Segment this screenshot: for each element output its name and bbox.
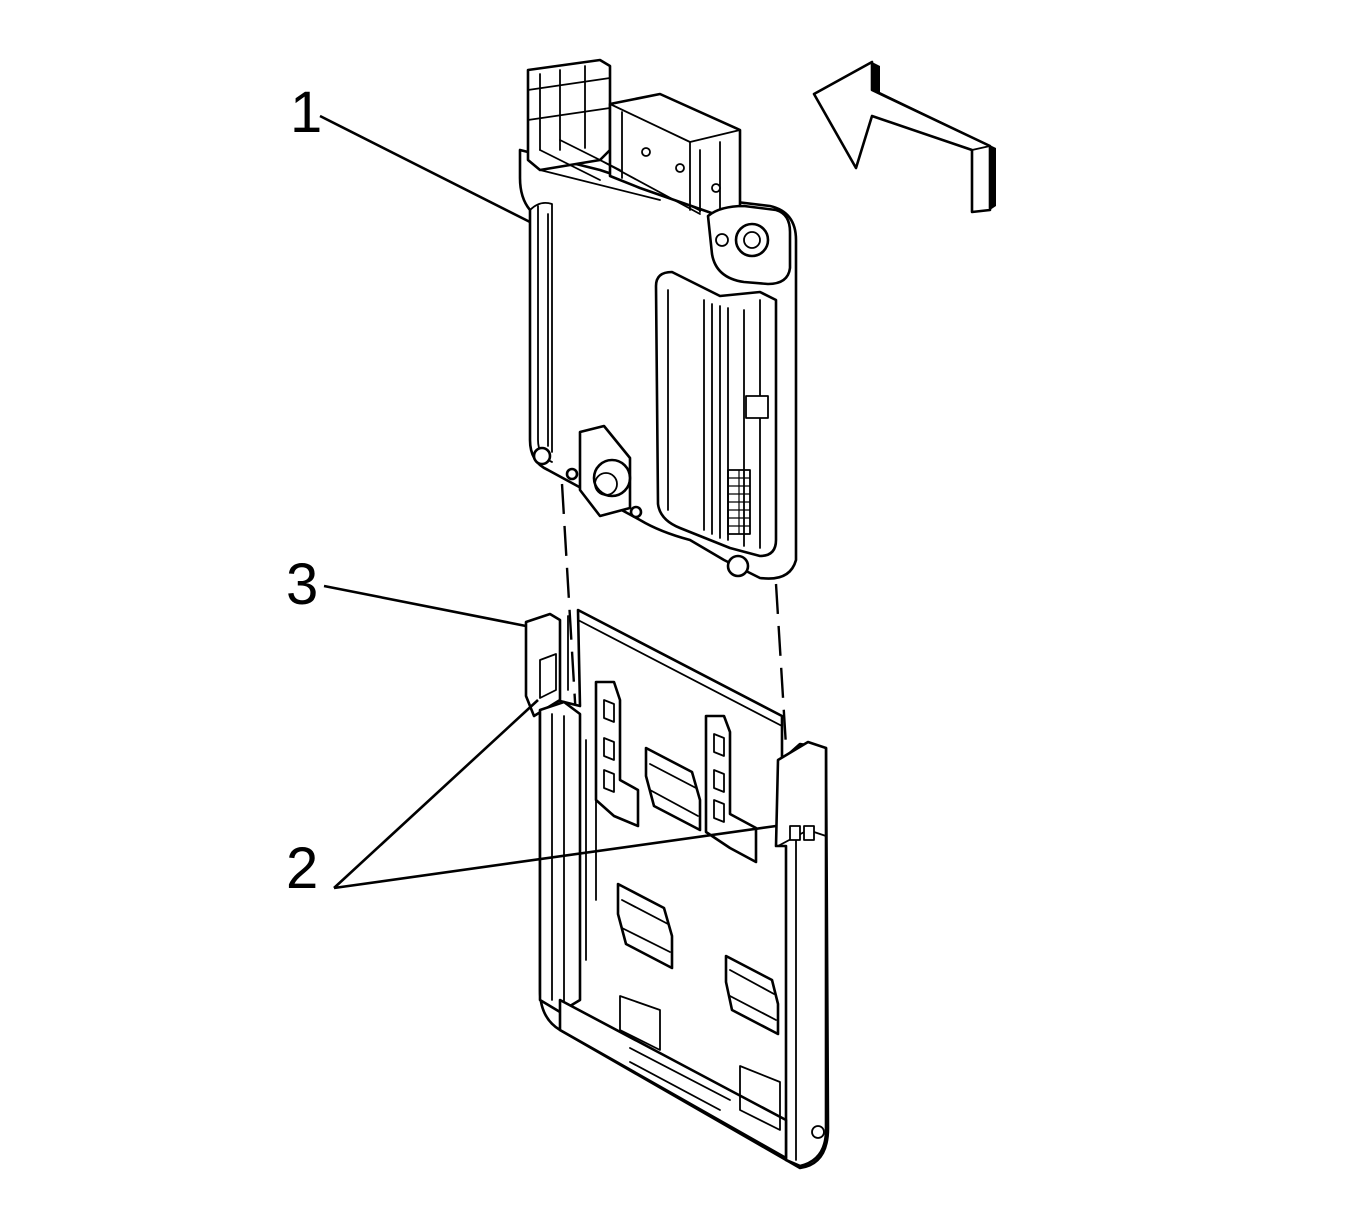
- callout-3: 3: [286, 552, 319, 617]
- callout-1: 1: [290, 80, 323, 145]
- pin-grid: [727, 469, 751, 535]
- alignment-lines: [560, 483, 788, 747]
- control-module: [518, 58, 798, 580]
- retaining-clip-left: [594, 680, 640, 828]
- direction-arrow-icon: [812, 60, 996, 214]
- leader-lines: [319, 114, 777, 890]
- callout-2: 2: [286, 836, 319, 901]
- mounting-bracket: [524, 608, 830, 1170]
